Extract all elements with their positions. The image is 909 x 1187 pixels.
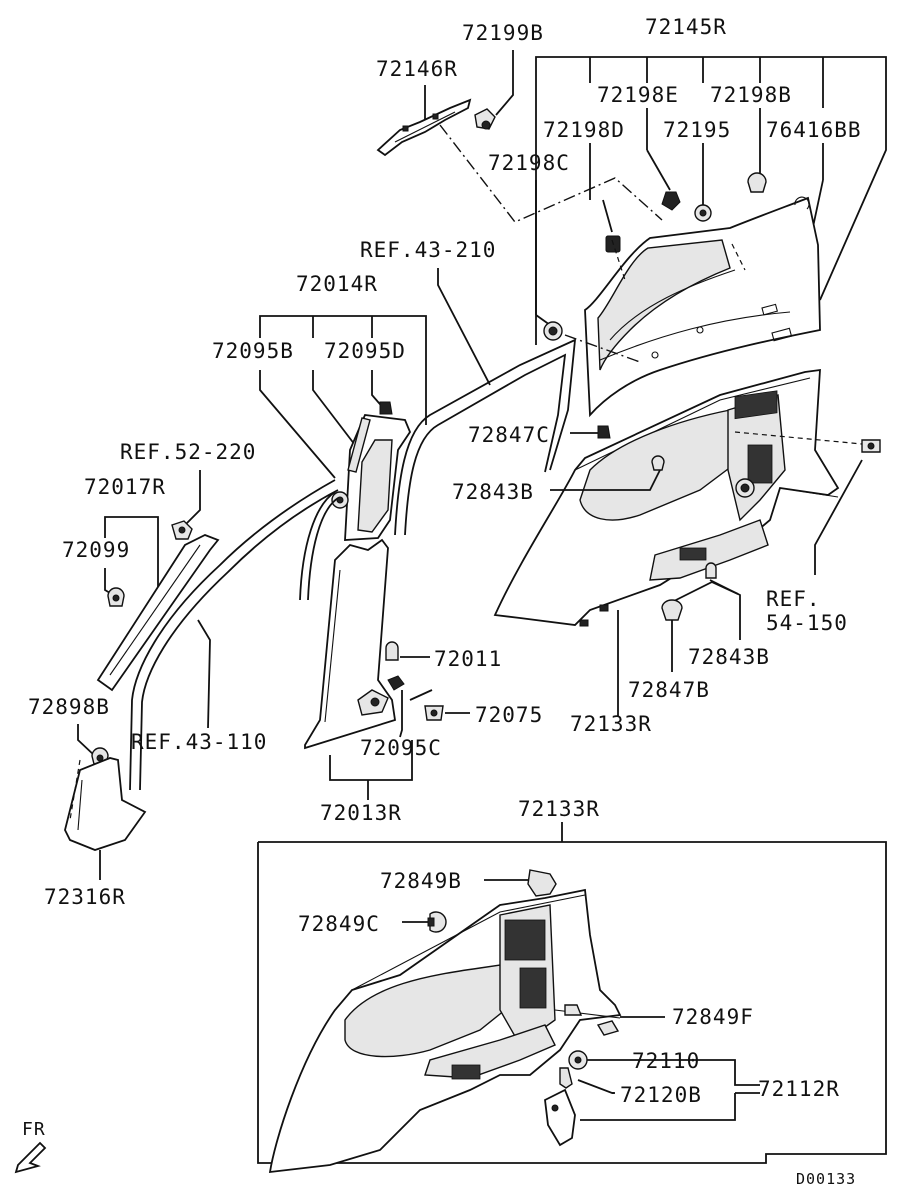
callout-72014R: 72014R [296, 272, 378, 296]
callout-72095B: 72095B [212, 339, 294, 363]
callout-72843B-upper: 72843B [452, 480, 534, 504]
callout-72075: 72075 [475, 703, 543, 727]
callout-76416BB: 76416BB [766, 118, 862, 142]
callout-72145R: 72145R [645, 15, 727, 39]
callout-72847B: 72847B [628, 678, 710, 702]
callout-72316R: 72316R [44, 885, 126, 909]
callout-72198B: 72198B [710, 83, 792, 107]
callout-72849B: 72849B [380, 869, 462, 893]
callout-72013R: 72013R [320, 801, 402, 825]
callout-72849C: 72849C [298, 912, 380, 936]
callout-72011: 72011 [434, 647, 502, 671]
ref-43-210-group: REF.43-210 [360, 238, 577, 536]
molding-72146R-group: 72199B 72146R [376, 21, 544, 157]
direction-indicator: FR [14, 1119, 47, 1174]
callout-72847C: 72847C [468, 423, 550, 447]
direction-label: FR [22, 1119, 46, 1140]
callout-72095D: 72095D [324, 339, 406, 363]
callout-72110: 72110 [632, 1049, 700, 1073]
diagram-id: D00133 [796, 1170, 856, 1187]
callout-72843B-lower: 72843B [688, 645, 770, 669]
callout-ref-52-220: REF.52-220 [120, 440, 256, 464]
callout-72133R-box: 72133R [518, 797, 600, 821]
callout-ref-54-150-line1: REF. [766, 587, 821, 611]
callout-72198C: 72198C [488, 151, 570, 175]
callout-72849F: 72849F [672, 1005, 754, 1029]
callout-72099: 72099 [62, 538, 130, 562]
callout-72146R: 72146R [376, 57, 458, 81]
callout-72195: 72195 [663, 118, 731, 142]
detail-box-72133R: 72133R 72849B 72849C 72849F 72110 72120B… [257, 797, 887, 1174]
callout-72898B: 72898B [28, 695, 110, 719]
callout-ref-43-210: REF.43-210 [360, 238, 496, 262]
callout-72198D: 72198D [543, 118, 625, 142]
callout-72120B: 72120B [620, 1083, 702, 1107]
pillar-72014R-group: 72014R 72095B 72095D [212, 272, 427, 601]
callout-ref-43-110: REF.43-110 [131, 730, 267, 754]
pillar-72013R-group: 72011 72075 72095C 72013R [304, 538, 543, 825]
kick-panel-group: 72898B 72316R [28, 695, 147, 909]
quarter-trim-group: 72847C 72843B REF. 54-150 72843B 72847B … [452, 368, 881, 736]
a-pillar-group: REF.52-220 72017R 72099 REF.43-110 [62, 440, 339, 791]
vent-grille-upper [734, 390, 778, 420]
callout-72198E: 72198E [597, 83, 679, 107]
callout-72017R: 72017R [84, 475, 166, 499]
front-arrow-icon [14, 1141, 47, 1174]
callout-ref-54-150-line2: 54-150 [766, 611, 848, 635]
callout-72095C: 72095C [360, 736, 442, 760]
callout-72112R: 72112R [758, 1077, 840, 1101]
upper-trim-group: 72145R 72198E 72198B 72198D 72195 76416B… [439, 15, 887, 418]
callout-72133R-upper: 72133R [570, 712, 652, 736]
callout-72199B: 72199B [462, 21, 544, 45]
